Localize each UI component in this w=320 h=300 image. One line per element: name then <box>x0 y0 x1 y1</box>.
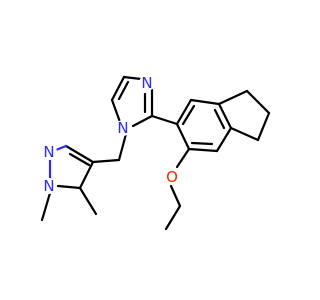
bond-ch2-imidazole-n <box>117 132 128 162</box>
atom-n-pyrazole-1: N <box>41 177 57 195</box>
bond-pyrazole-c4-c5 <box>78 160 95 190</box>
bond-cp-ch2a-ch2b <box>245 89 271 115</box>
bond-o-ch2 <box>169 184 182 208</box>
bond-benz-c6-c1 <box>175 122 191 151</box>
bond-benz-c1-c2-inner <box>181 104 196 126</box>
molecule-structure: N N N N O <box>40 74 271 231</box>
bond-cp-c3-ch2a <box>217 89 249 106</box>
bond-imid-indane <box>150 114 179 126</box>
bond-imid-c5-c4-inner <box>117 80 130 101</box>
bond-benz-c3-c4 <box>217 102 233 130</box>
bond-imid-c5-c4 <box>110 75 126 102</box>
label-n-pyrazole-1: N <box>43 177 54 195</box>
bond-pyrazole-c3-c4 <box>64 144 95 164</box>
bond-benz-c4-c5 <box>215 126 233 153</box>
bond-benz-c5-c6 <box>187 147 219 153</box>
atom-n-imidazole-1: N <box>115 119 131 137</box>
bond-pyrazole-ch2 <box>91 158 121 164</box>
bond-benz-c1-c2 <box>175 98 193 126</box>
label-n-pyrazole-2: N <box>43 143 54 161</box>
bond-benz-c3-c4-inner <box>213 108 226 130</box>
bond-pyrazole-n2-c3 <box>54 144 68 152</box>
bond-imid-c2-n1 <box>131 114 154 128</box>
bond-n-methyl <box>40 191 52 222</box>
bond-benz-c2-c3 <box>189 98 221 106</box>
bond-group <box>40 75 271 231</box>
label-n-imidazole-3: N <box>141 74 152 92</box>
atom-labels: N N N N O <box>41 74 180 195</box>
bond-pyrazole-c5-n1 <box>56 184 82 190</box>
bond-cp-ch2c-c4 <box>229 126 260 142</box>
atom-n-imidazole-3: N <box>139 74 155 92</box>
bond-c6-o <box>175 147 191 169</box>
atom-n-pyrazole-2: N <box>41 143 57 161</box>
bond-imid-n1-c5 <box>110 98 122 124</box>
bond-imid-c4-n3 <box>122 75 143 81</box>
bond-benz-c5-c6-inner <box>190 141 214 146</box>
bond-ch2-ch3 <box>164 204 182 231</box>
label-n-imidazole-1: N <box>117 119 128 137</box>
label-o-ether: O <box>166 168 178 186</box>
atom-o-ether: O <box>164 168 180 186</box>
bond-cp-ch2b-ch2c <box>256 111 271 142</box>
bond-c-methyl <box>78 186 98 216</box>
bond-pyrazole-c3-c4-inner <box>68 152 91 167</box>
